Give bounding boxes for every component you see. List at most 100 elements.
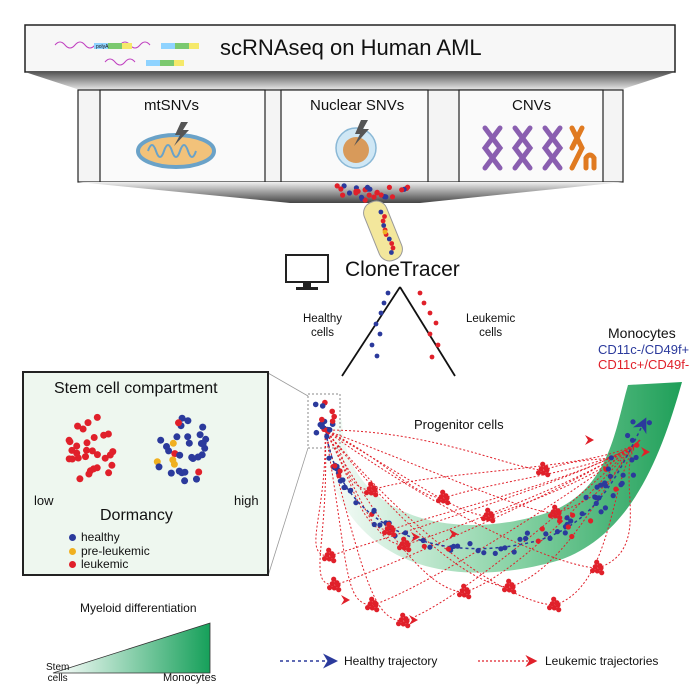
band-cell-dot bbox=[336, 473, 342, 479]
leukemic-stem-dot bbox=[93, 464, 101, 472]
marker-leukemic: CD11c+/CD49f- bbox=[598, 357, 690, 372]
differentiation-band bbox=[318, 382, 682, 573]
leukemic-clusters bbox=[322, 435, 650, 629]
stem-box-dot bbox=[331, 413, 338, 420]
leukemic-cluster-dot bbox=[552, 504, 558, 510]
leukemic-cluster-dot bbox=[464, 587, 470, 593]
cell-dot bbox=[362, 197, 368, 203]
leukemic-cluster-dot bbox=[366, 486, 372, 492]
cell-dot bbox=[340, 192, 346, 198]
leukemic-stem-dot bbox=[74, 454, 82, 462]
cell-dot bbox=[378, 209, 384, 215]
leukemic-cluster-dot bbox=[509, 582, 515, 588]
leukemic-trajectory-path bbox=[372, 439, 641, 606]
leukemic-trajectory-path bbox=[488, 439, 641, 517]
band-cell-dot bbox=[445, 546, 452, 552]
mixed-stem-dot bbox=[169, 439, 177, 447]
leukemic-trajectory-path bbox=[543, 439, 641, 471]
band-cell-dot bbox=[646, 420, 653, 426]
leukemic-cluster-dot bbox=[386, 521, 392, 527]
stem-box-dot bbox=[319, 423, 325, 430]
leukemic-cluster-dot bbox=[371, 485, 377, 491]
leukemic-branch-dot bbox=[433, 320, 439, 326]
leukemic-arrowhead bbox=[341, 595, 350, 605]
clonetracer-label: CloneTracer bbox=[345, 258, 460, 281]
leukemic-trajectory-path bbox=[324, 429, 556, 606]
band-cell-dot bbox=[326, 455, 332, 461]
leukemic-cluster-dot bbox=[597, 563, 603, 569]
leukemic-cluster-dot bbox=[404, 540, 410, 546]
band-cell-dot bbox=[620, 472, 626, 478]
leukemic-arrowhead bbox=[409, 615, 418, 625]
leukemic-trajectory-path bbox=[371, 439, 641, 491]
leukemic-cluster-dot bbox=[400, 621, 406, 627]
mixed-stem-dot bbox=[198, 451, 206, 459]
healthy-branch-dot bbox=[373, 321, 379, 327]
chromosome-icon bbox=[481, 125, 597, 171]
leukemic-cluster-dot bbox=[457, 592, 463, 598]
branch-cells bbox=[369, 290, 441, 360]
cell-dot bbox=[382, 229, 388, 235]
leukemic-stem-dot bbox=[100, 431, 108, 439]
band-cell-dot bbox=[618, 482, 624, 488]
band-cell-dot bbox=[613, 486, 619, 492]
band-cell-dot bbox=[539, 526, 545, 532]
monitor-icon bbox=[285, 254, 329, 290]
leukemic-cluster-dot bbox=[490, 518, 496, 524]
leukemic-cluster-dot bbox=[540, 461, 546, 467]
leukemic-cluster-dot bbox=[440, 489, 446, 495]
leukemic-branch-dot bbox=[429, 354, 435, 360]
mixed-stem-dot bbox=[184, 433, 192, 441]
stem-zoom-box bbox=[307, 393, 341, 449]
leukemic-cluster-dot bbox=[368, 481, 374, 487]
leukemic-branch-line bbox=[399, 286, 456, 377]
stem-dots-canvas bbox=[65, 413, 210, 485]
leukemic-cluster-dot bbox=[594, 568, 600, 574]
leukemic-trajectory-path bbox=[329, 439, 641, 557]
leukemic-cluster-dot bbox=[485, 507, 491, 513]
leukemic-stem-dot bbox=[106, 451, 114, 459]
legend-leukemic-text: leukemic bbox=[81, 557, 129, 571]
leukemic-cluster-dot bbox=[373, 492, 379, 498]
stem-box-dot bbox=[319, 403, 326, 409]
leukemic-cluster-dot bbox=[511, 589, 517, 595]
leukemic-trajectory-path bbox=[464, 439, 641, 593]
leukemic-cluster-dot bbox=[326, 556, 332, 562]
leukemic-stem-dot bbox=[84, 419, 92, 427]
leukemic-cluster-dot bbox=[440, 498, 446, 504]
legend-healthy-text: healthy bbox=[81, 530, 120, 544]
healthy-branch-dot bbox=[378, 310, 384, 316]
leukemic-trajectory-path bbox=[443, 439, 641, 499]
leukemic-cluster-dot bbox=[557, 515, 563, 521]
dormancy-label: Dormancy bbox=[100, 507, 173, 524]
leukemic-cells-label: Leukemic cells bbox=[466, 313, 516, 339]
stem-box-dot bbox=[329, 408, 336, 415]
band-cell-dot bbox=[524, 530, 531, 536]
read-sketches bbox=[54, 41, 151, 66]
mixed-stem-dot bbox=[157, 436, 165, 444]
band-cell-dot bbox=[596, 495, 602, 501]
dormancy-high: high bbox=[234, 493, 259, 508]
band-cell-dot bbox=[565, 524, 571, 530]
band-cell-dot bbox=[523, 535, 529, 542]
band-cell-dot bbox=[517, 536, 523, 542]
leukemic-stem-dot bbox=[65, 436, 73, 444]
band-cell-dot bbox=[377, 522, 383, 528]
panel-label-mtsnv: mtSNVs bbox=[144, 97, 200, 114]
band-cell-dot bbox=[543, 531, 549, 537]
cell-dot bbox=[371, 194, 377, 200]
leukemic-arrowhead bbox=[585, 435, 594, 445]
band-cell-dot bbox=[598, 482, 604, 488]
leukemic-cluster-dot bbox=[331, 558, 337, 564]
leukemic-cluster-dot bbox=[397, 545, 403, 551]
zoom-line-bottom bbox=[267, 447, 309, 577]
leukemic-cluster-dot bbox=[324, 552, 330, 558]
cell-dot bbox=[353, 188, 359, 194]
leukemic-cluster-dot bbox=[403, 616, 409, 622]
healthy-trajectory-label: Healthy trajectory bbox=[344, 654, 438, 668]
band-cell-dot bbox=[568, 518, 574, 524]
tube-cells bbox=[334, 183, 411, 255]
stem-title: Stem cell compartment bbox=[54, 380, 218, 397]
band-cell-dot bbox=[475, 548, 481, 554]
leukemic-cluster-dot bbox=[551, 596, 557, 602]
